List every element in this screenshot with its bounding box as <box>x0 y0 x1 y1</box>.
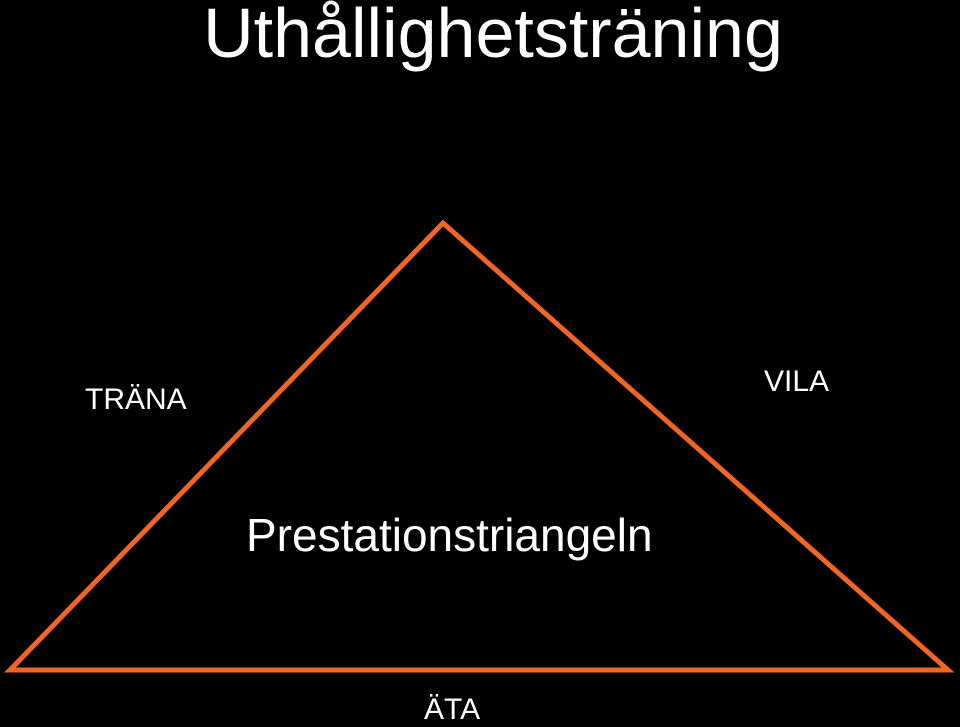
vertex-label-rest: VILA <box>764 365 830 398</box>
slide-title: Uthållighetsträning <box>203 0 783 72</box>
triangle-outline <box>4 219 955 673</box>
triangle-center-label: Prestationstriangeln <box>246 509 653 561</box>
vertex-label-train: TRÄNA <box>85 383 187 416</box>
vertex-label-eat: ÄTA <box>424 693 481 726</box>
